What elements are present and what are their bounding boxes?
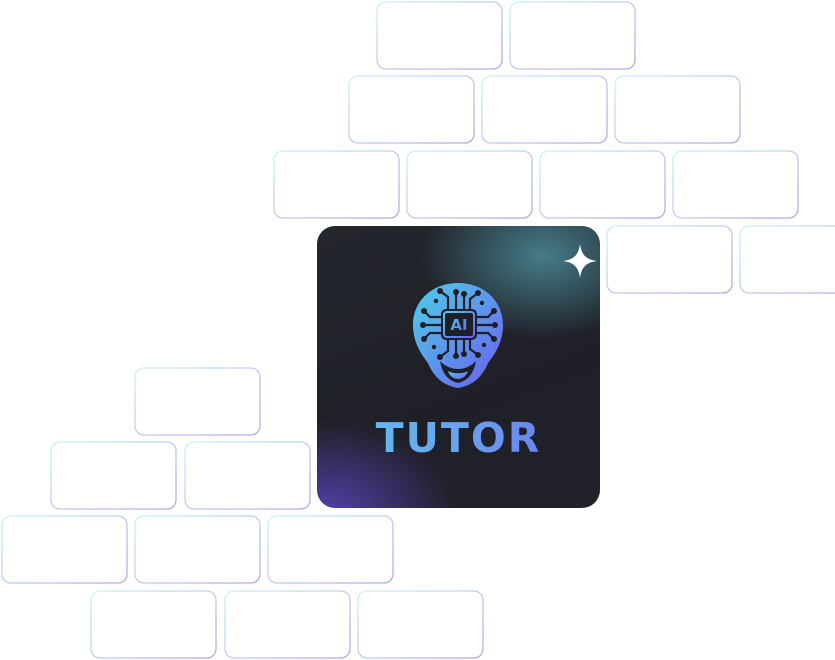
decorative-tile	[50, 441, 177, 510]
decorative-tile	[481, 75, 608, 144]
logo-chip-text: AI	[450, 316, 467, 334]
app-logo-card: AI TUTOR	[317, 226, 600, 508]
decorative-tile	[376, 1, 503, 70]
app-title: TUTOR	[317, 414, 600, 462]
decorative-tile	[539, 150, 666, 219]
decorative-tile	[184, 441, 311, 510]
decorative-tile	[273, 150, 400, 219]
sparkle-icon	[563, 244, 597, 278]
decorative-tile	[224, 590, 351, 659]
decorative-tile	[134, 367, 261, 436]
decorative-tile	[348, 75, 475, 144]
decorative-tile	[267, 515, 394, 584]
decorative-tile	[90, 590, 217, 659]
decorative-tile	[134, 515, 261, 584]
decorative-tile	[606, 225, 733, 294]
decorative-tile	[739, 225, 835, 294]
decorative-tile	[1, 515, 128, 584]
decorative-tile	[672, 150, 799, 219]
decorative-tile	[357, 590, 484, 659]
ai-head-circuit-icon: AI	[413, 283, 503, 388]
decorative-tile	[406, 150, 533, 219]
decorative-tile	[614, 75, 741, 144]
decorative-tile	[509, 1, 636, 70]
